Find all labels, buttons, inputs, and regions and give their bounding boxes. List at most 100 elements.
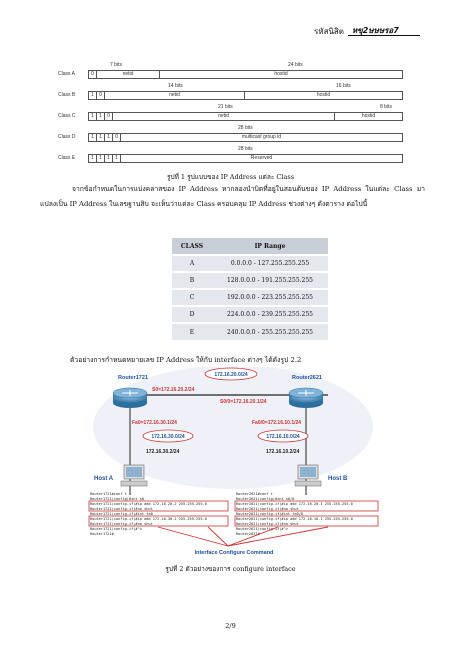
column-header-class: CLASS bbox=[172, 238, 212, 255]
host-b-ip-label: 172.16.10.2/24 bbox=[266, 449, 300, 455]
class-a-bits-label: 24 bits bbox=[288, 62, 303, 68]
cli-right-block: Router2621#conf t Router2621(config)#int… bbox=[236, 492, 353, 536]
class-name: Class B bbox=[58, 92, 76, 98]
bit-cell: 1 bbox=[89, 113, 97, 120]
netid-segment: netid bbox=[105, 92, 245, 99]
cli-left-highlight-1 bbox=[88, 500, 229, 512]
cli-line: Router1721(config-if)#ip add 172.16.20.2… bbox=[90, 502, 207, 506]
bit-cell: 1 bbox=[97, 113, 105, 120]
cli-line: Router2621(config-if)#no shut bbox=[236, 507, 299, 511]
net-left-label: 172.16.30.0/24 bbox=[151, 434, 185, 440]
student-id-label: รหัสนิสิต bbox=[314, 27, 344, 36]
class-cell: E bbox=[172, 322, 212, 340]
cli-line: Router2621#conf t bbox=[236, 492, 273, 496]
cli-line: Router2621(config-if)#ip add 172.16.10.1… bbox=[236, 517, 353, 521]
bit-cell: 0 bbox=[113, 134, 121, 141]
callout-arrows bbox=[157, 526, 329, 547]
class-d-bits-label: 28 bits bbox=[238, 125, 253, 131]
network-diagram: Router1721 Router2621 172.16.20.0/24 S0=… bbox=[88, 367, 379, 556]
class-name: Class C bbox=[58, 113, 76, 119]
router-left-icon bbox=[112, 387, 148, 408]
range-cell: 240.0.0.0 - 255.255.255.255 bbox=[212, 322, 328, 340]
class-cell: B bbox=[172, 271, 212, 289]
host-a-ip-label: 172.16.30.2/24 bbox=[146, 449, 180, 455]
netid-segment: netid bbox=[97, 71, 160, 78]
table-header-row: CLASS IP Range bbox=[172, 238, 328, 255]
bit-cell: 1 bbox=[89, 155, 97, 162]
range-cell: 192.0.0.0 - 223.255.255.255 bbox=[212, 288, 328, 306]
class-a-bits-label: 7 bits bbox=[110, 62, 122, 68]
cli-line: Router1721(config-if)#no shut bbox=[90, 522, 153, 526]
paragraph-intro-text: จากข้อกำหนดในการแบ่งคลาสของ IP Address ห… bbox=[40, 185, 425, 208]
class-b-bits-label: 16 bits bbox=[336, 83, 351, 89]
bit-cell: 1 bbox=[97, 134, 105, 141]
class-a-row: Class A 0 netid hostid bbox=[58, 70, 403, 79]
cli-line: Router1721# bbox=[90, 532, 115, 536]
hostid-segment: hostid bbox=[316, 92, 331, 98]
cli-line: Router1721#conf t bbox=[90, 492, 127, 496]
range-cell: 224.0.0.0 - 239.255.255.255 bbox=[212, 305, 328, 323]
host-b-label: Host B bbox=[328, 476, 348, 482]
page-number: 2/9 bbox=[225, 622, 236, 630]
cli-right-highlight-2 bbox=[234, 515, 379, 527]
cli-line: Router2621# bbox=[236, 532, 261, 536]
cli-left-highlight-2 bbox=[88, 515, 229, 527]
bit-cell: 1 bbox=[89, 92, 97, 99]
class-b-row: Class B 1 0 netid hostid bbox=[58, 91, 403, 100]
figure-2-caption: รูปที่ 2 ตัวอย่างของการ configure interf… bbox=[165, 565, 296, 573]
bit-cell: 1 bbox=[113, 155, 121, 162]
hostid-segment: hostid bbox=[274, 71, 288, 77]
cli-line: Router2621(config-if)#int fa0/0 bbox=[236, 512, 303, 516]
router-left-label: Router1721 bbox=[118, 375, 148, 381]
netid-segment: netid bbox=[113, 113, 335, 120]
class-c-bits-label: 21 bits bbox=[218, 104, 233, 110]
bit-cell: 1 bbox=[105, 134, 113, 141]
s0-left-label: S0=172.16.20.2/24 bbox=[152, 387, 195, 393]
cli-line: Router1721(config-if)#^z bbox=[90, 527, 142, 531]
cli-line: Router1721(config-if)#int fa0 bbox=[90, 512, 153, 516]
class-cell: D bbox=[172, 305, 212, 323]
student-id-underline bbox=[348, 35, 420, 36]
host-b-computer-icon bbox=[294, 464, 322, 487]
fa00-right-label: Fa0/0=172.16.10.1/24 bbox=[252, 420, 301, 426]
net-right-label: 172.16.10.0/24 bbox=[266, 434, 300, 440]
cli-line: Router2621(config-if)#no shut bbox=[236, 522, 299, 526]
net-left-bubble bbox=[142, 429, 194, 443]
hostid-segment: hostid bbox=[361, 113, 376, 119]
fa0-left-label: Fa0=172.16.30.1/24 bbox=[132, 420, 177, 426]
class-d-row: Class D 1 1 1 0 multicast group id bbox=[58, 133, 403, 142]
figure-1-caption: รูปที่ 1 รูปแบบของ IP Address แต่ละ Clas… bbox=[166, 173, 295, 181]
router-right-icon bbox=[288, 387, 324, 408]
reserved-segment: Reserved bbox=[250, 155, 273, 161]
class-c-bits-label: 8 bits bbox=[380, 104, 392, 110]
range-cell: 128.0.0.0 - 191.255.255.255 bbox=[212, 271, 328, 289]
cli-line: Router2621(config)#int s0/0 bbox=[236, 497, 294, 501]
class-e-bits-label: 28 bits bbox=[238, 146, 253, 152]
net-right-bubble bbox=[257, 429, 309, 443]
cli-left-block: Router1721#conf t Router1721(config)#int… bbox=[90, 492, 207, 536]
cli-line: Router2621(config-if)#ip add 172.16.20.1… bbox=[236, 502, 353, 506]
class-cell: C bbox=[172, 288, 212, 306]
s00-right-label: S0/0=172.16.20.1/24 bbox=[220, 399, 267, 405]
paragraph-example: ตัวอย่างการกำหนดหมายเลข IP Address ให้กั… bbox=[70, 356, 302, 364]
callout-label: Interface Configure Command bbox=[195, 550, 274, 556]
ip-class-diagram: 7 bits 24 bits Class A 0 netid hostid 14… bbox=[58, 60, 403, 168]
class-e-row: Class E 1 1 1 1 Reserved bbox=[58, 154, 403, 163]
student-id-value: หขุ2ษษษรอ7 bbox=[352, 26, 399, 35]
host-a-label: Host A bbox=[94, 476, 114, 482]
class-name: Class E bbox=[58, 155, 76, 161]
net-top-bubble bbox=[204, 367, 258, 381]
bit-cell: 1 bbox=[105, 155, 113, 162]
bit-cell: 1 bbox=[89, 134, 97, 141]
class-c-row: Class C 1 1 0 netid hostid bbox=[58, 112, 403, 121]
bit-cell: 1 bbox=[97, 155, 105, 162]
bit-cell: 0 bbox=[89, 71, 97, 78]
net-top-label: 172.16.20.0/24 bbox=[214, 372, 248, 378]
multicast-segment: multicast group id bbox=[241, 134, 282, 140]
cli-line: Router2621(config-if)#^z bbox=[236, 527, 288, 531]
